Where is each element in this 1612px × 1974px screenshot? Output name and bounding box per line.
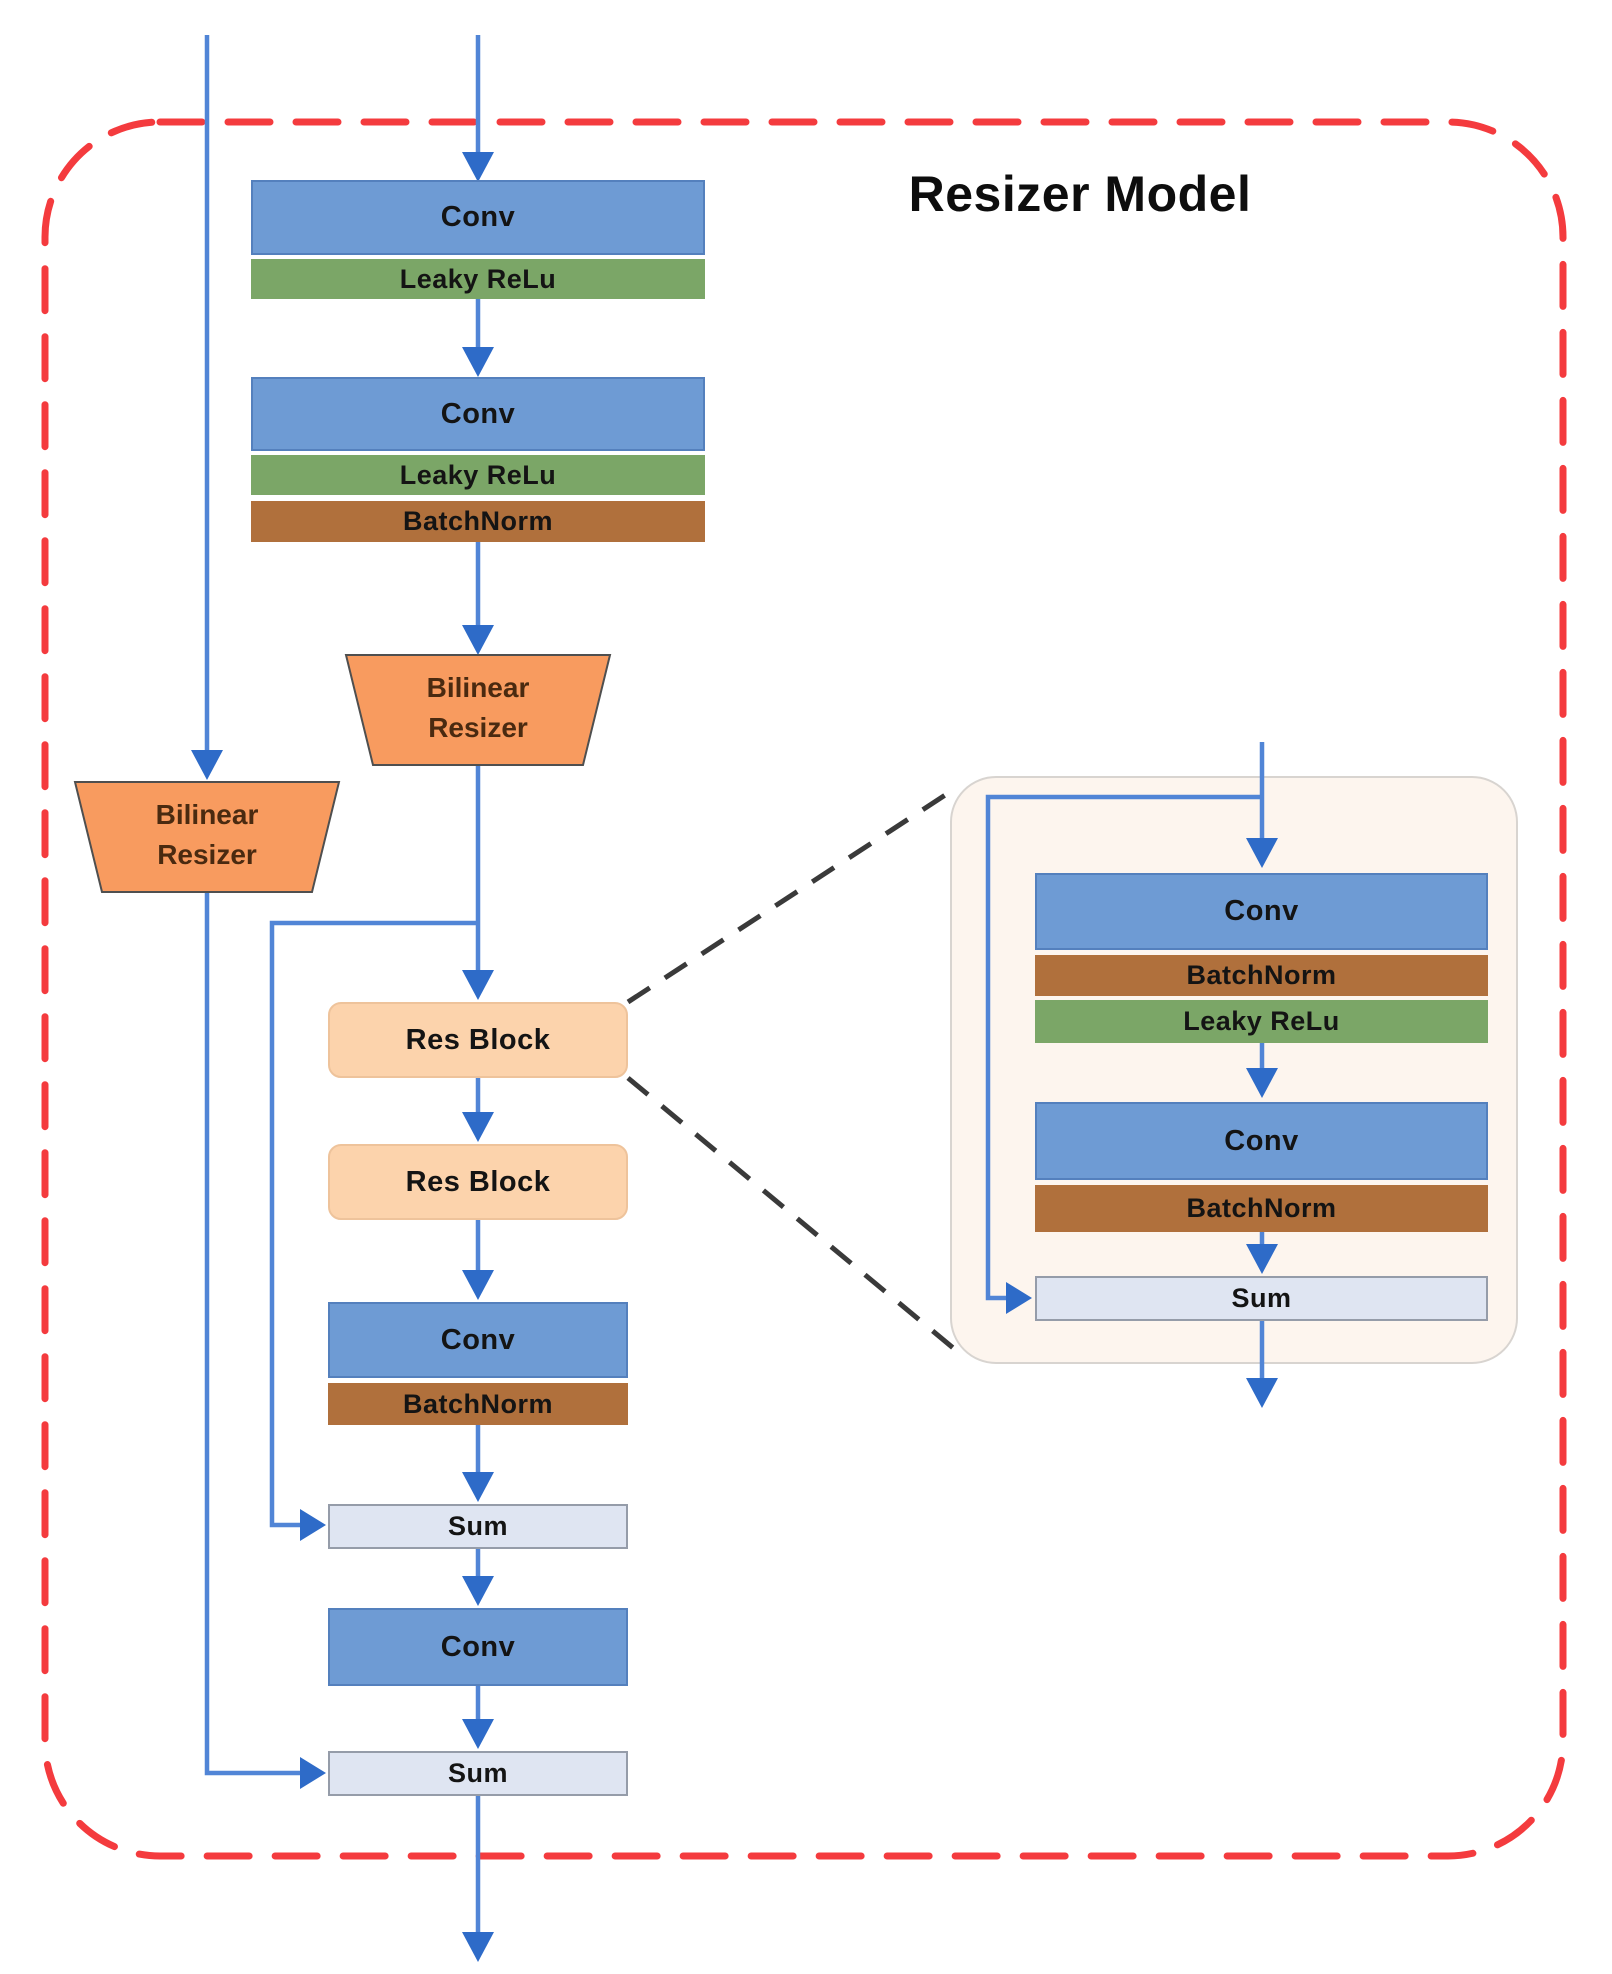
main-sum-1: Sum bbox=[328, 1504, 628, 1549]
expanded-sum: Sum bbox=[1035, 1276, 1488, 1321]
arrow-into-expanded-conv2 bbox=[1246, 1068, 1278, 1098]
arrow-into-res-block2 bbox=[462, 1112, 494, 1142]
diagram-title: Resizer Model bbox=[908, 166, 1252, 222]
res-block-2: Res Block bbox=[328, 1144, 628, 1220]
expanded-conv-1: Conv bbox=[1035, 873, 1488, 950]
main-batchnorm-1: BatchNorm bbox=[251, 501, 705, 542]
bilinear-resizer-left-line2: Resizer bbox=[157, 839, 257, 870]
arrow-into-sum2-skip bbox=[300, 1757, 326, 1789]
res-block-1: Res Block bbox=[328, 1002, 628, 1078]
bilinear-resizer-shape-main bbox=[344, 654, 612, 766]
arrow-into-res-block1 bbox=[462, 970, 494, 1000]
main-leaky-relu-2: Leaky ReLu bbox=[251, 455, 705, 495]
arrow-into-expanded-sum bbox=[1246, 1244, 1278, 1274]
expanded-output-arrow bbox=[1246, 1378, 1278, 1408]
expanded-batchnorm-1: BatchNorm bbox=[1035, 955, 1488, 996]
model-boundary-dashed-border bbox=[41, 118, 1567, 1860]
left-skip-line-to-sum2 bbox=[204, 892, 300, 1776]
bilinear-resizer-shape-left bbox=[73, 781, 341, 893]
main-conv-3: Conv bbox=[328, 1302, 628, 1378]
expanded-conv-2: Conv bbox=[1035, 1102, 1488, 1180]
main-batchnorm-2: BatchNorm bbox=[328, 1383, 628, 1425]
arrow-into-sum2 bbox=[462, 1719, 494, 1749]
expanded-batchnorm-2: BatchNorm bbox=[1035, 1185, 1488, 1232]
bilinear-resizer-label-main: Bilinear Resizer bbox=[358, 668, 598, 748]
arrow-into-sum1-skip bbox=[300, 1509, 326, 1541]
callout-dashed-line-top bbox=[626, 785, 958, 1005]
arrow-into-bilinear-resizer bbox=[462, 625, 494, 655]
main-leaky-relu-1: Leaky ReLu bbox=[251, 259, 705, 299]
arrow-into-sum1 bbox=[462, 1472, 494, 1502]
main-conv-1: Conv bbox=[251, 180, 705, 255]
expanded-skip-line bbox=[985, 794, 1262, 1301]
expanded-leaky-relu: Leaky ReLu bbox=[1035, 1000, 1488, 1043]
bilinear-resizer-main-line1: Bilinear bbox=[426, 672, 530, 703]
arrow-into-left-resizer bbox=[191, 750, 223, 780]
arrow-into-expanded-sum-skip bbox=[1006, 1282, 1032, 1314]
arrow-into-conv2 bbox=[462, 347, 494, 377]
main-conv-4: Conv bbox=[328, 1608, 628, 1686]
arrow-into-expanded-conv1 bbox=[1246, 838, 1278, 868]
arrow-into-conv4 bbox=[462, 1576, 494, 1606]
arrow-into-conv3 bbox=[462, 1270, 494, 1300]
bilinear-resizer-main-line2: Resizer bbox=[428, 712, 528, 743]
skip-line-to-sum1 bbox=[269, 920, 478, 1528]
main-sum-2: Sum bbox=[328, 1751, 628, 1796]
callout-dashed-line-bottom bbox=[626, 1076, 960, 1354]
bilinear-resizer-label-left: Bilinear Resizer bbox=[87, 795, 327, 875]
bilinear-resizer-left-line1: Bilinear bbox=[155, 799, 259, 830]
arrow-into-conv1 bbox=[462, 152, 494, 182]
main-conv-2: Conv bbox=[251, 377, 705, 451]
model-output-arrow bbox=[462, 1932, 494, 1962]
